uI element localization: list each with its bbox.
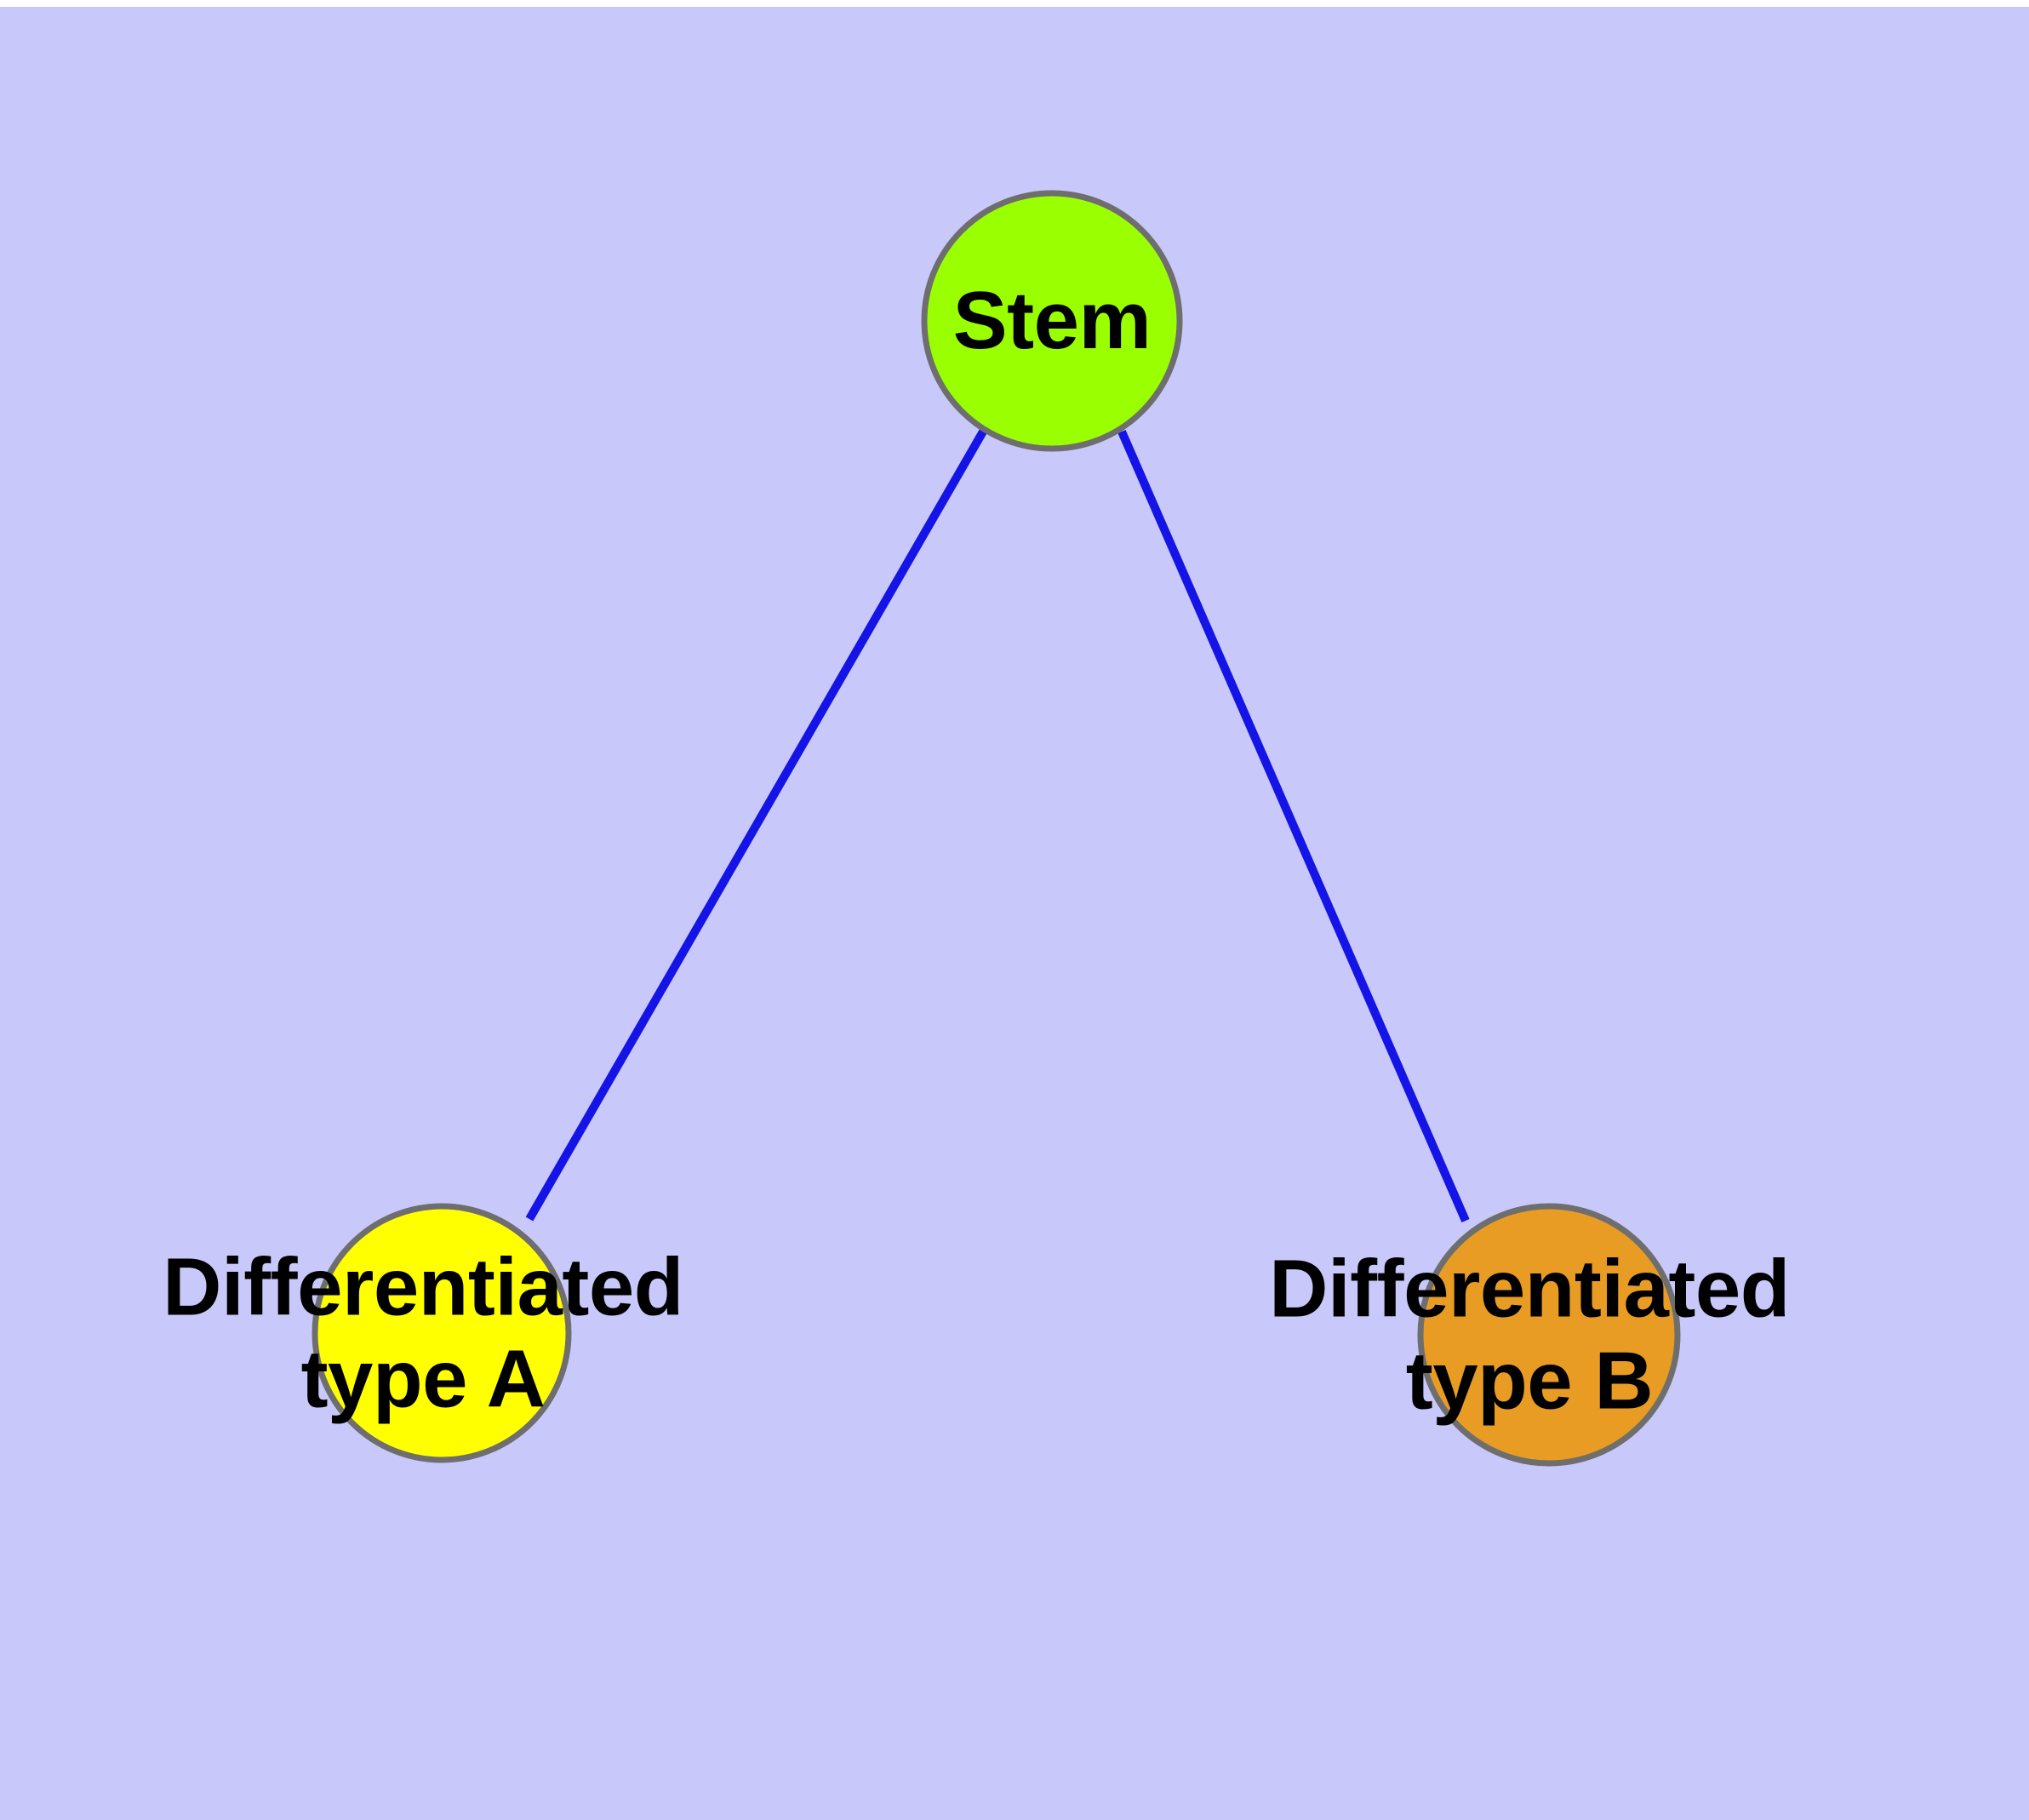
node-label-stem: Stem bbox=[952, 275, 1152, 367]
edge-stem-to-differentiated-a[interactable] bbox=[525, 429, 987, 1222]
node-stem[interactable] bbox=[921, 190, 1183, 452]
node-label-differentiated-type-a: Differentiated type A bbox=[163, 1241, 683, 1424]
node-differentiated-type-a[interactable] bbox=[311, 1203, 572, 1463]
edge-stem-to-differentiated-b[interactable] bbox=[1117, 430, 1470, 1222]
node-differentiated-type-b[interactable] bbox=[1417, 1203, 1681, 1467]
node-label-differentiated-type-b: Differentiated type B bbox=[1269, 1243, 1790, 1426]
